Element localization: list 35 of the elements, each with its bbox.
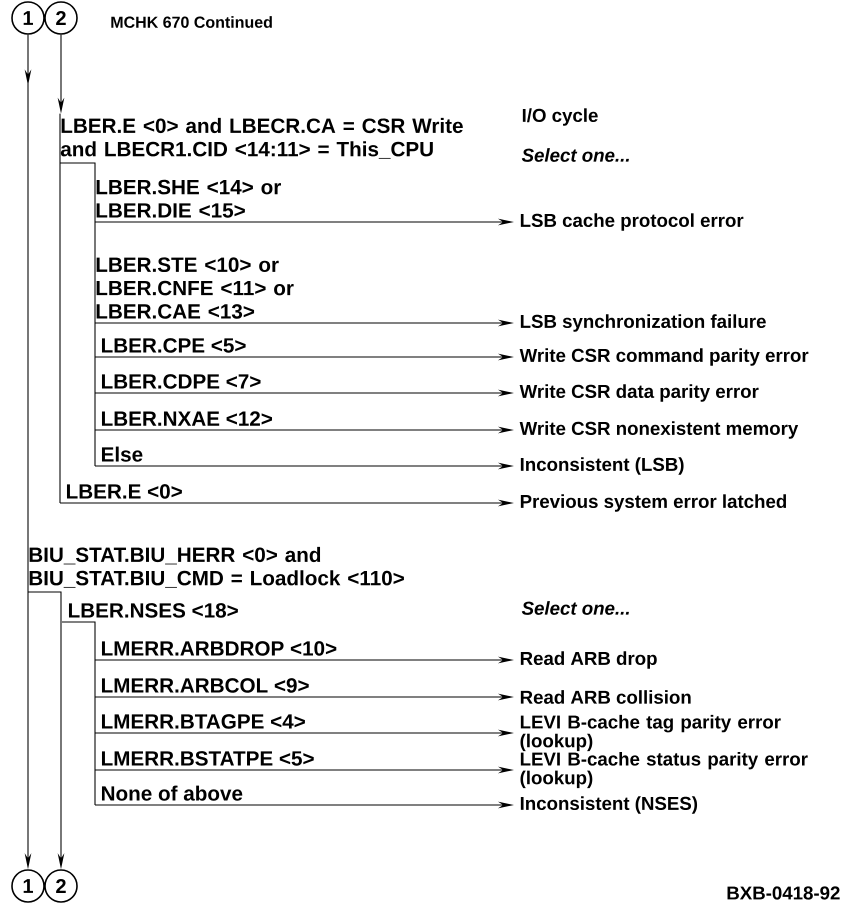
condition-text: LBER.STE <10> or LBER.CNFE <11> or LBER.CAE <13>: [96, 257, 294, 319]
tree-line: [62, 621, 96, 805]
result-text: Inconsistent (LSB): [520, 457, 684, 475]
condition-text: LMERR.BTAGPE <4>: [102, 714, 305, 729]
note-text: Select one...: [522, 148, 629, 162]
result-text: Read ARB drop: [520, 651, 657, 669]
condition-text: LMERR.ARBCOL <9>: [102, 678, 309, 693]
result-text: LEVI B-cache tag parity error (lookup): [520, 714, 781, 752]
condition-text: None of above: [102, 786, 242, 801]
result-text: LSB cache protocol error: [520, 213, 744, 231]
figure-code: BXB-0418-92: [728, 886, 840, 900]
condition-text: LBER.NSES <18>: [68, 603, 238, 618]
note-text: Select one...: [522, 601, 629, 615]
result-text: Write CSR nonexistent memory: [520, 421, 798, 439]
diagram-title: MCHK 670 Continued: [111, 16, 272, 28]
result-text: Read ARB collision: [520, 690, 691, 704]
result-text: Write CSR data parity error: [520, 384, 759, 402]
result-text: LSB synchronization failure: [520, 314, 766, 332]
condition-text: LMERR.ARBDROP <10>: [102, 641, 336, 656]
condition-text: LBER.CPE <5>: [102, 338, 246, 353]
result-text: Write CSR command parity error: [520, 348, 808, 366]
condition-text: LBER.SHE <14> or LBER.DIE <15>: [96, 180, 281, 218]
condition-text: LMERR.BSTATPE <5>: [102, 751, 314, 766]
condition-text: LBER.NXAE <12>: [102, 411, 272, 426]
tree-line: [60, 162, 96, 466]
result-text: Inconsistent (NSES): [520, 796, 698, 814]
condition-text: LBER.E <0>: [66, 484, 182, 499]
condition-text: LBER.E <0> and LBECR.CA = CSR Write and LBECR1.CID <14:11> = This_CPU: [60, 118, 463, 159]
result-text: LEVI B-cache status parity error (lookup): [520, 752, 808, 788]
condition-text: LBER.CDPE <7>: [102, 374, 261, 389]
condition-text: Else: [102, 446, 142, 462]
condition-text: BIU_STAT.BIU_HERR <0> and BIU_STAT.BIU_CMD = Loadlock <110>: [30, 546, 404, 588]
note-text: I/O cycle: [522, 108, 598, 126]
tree-line: [59, 114, 61, 503]
result-text: Previous system error latched: [520, 494, 786, 512]
